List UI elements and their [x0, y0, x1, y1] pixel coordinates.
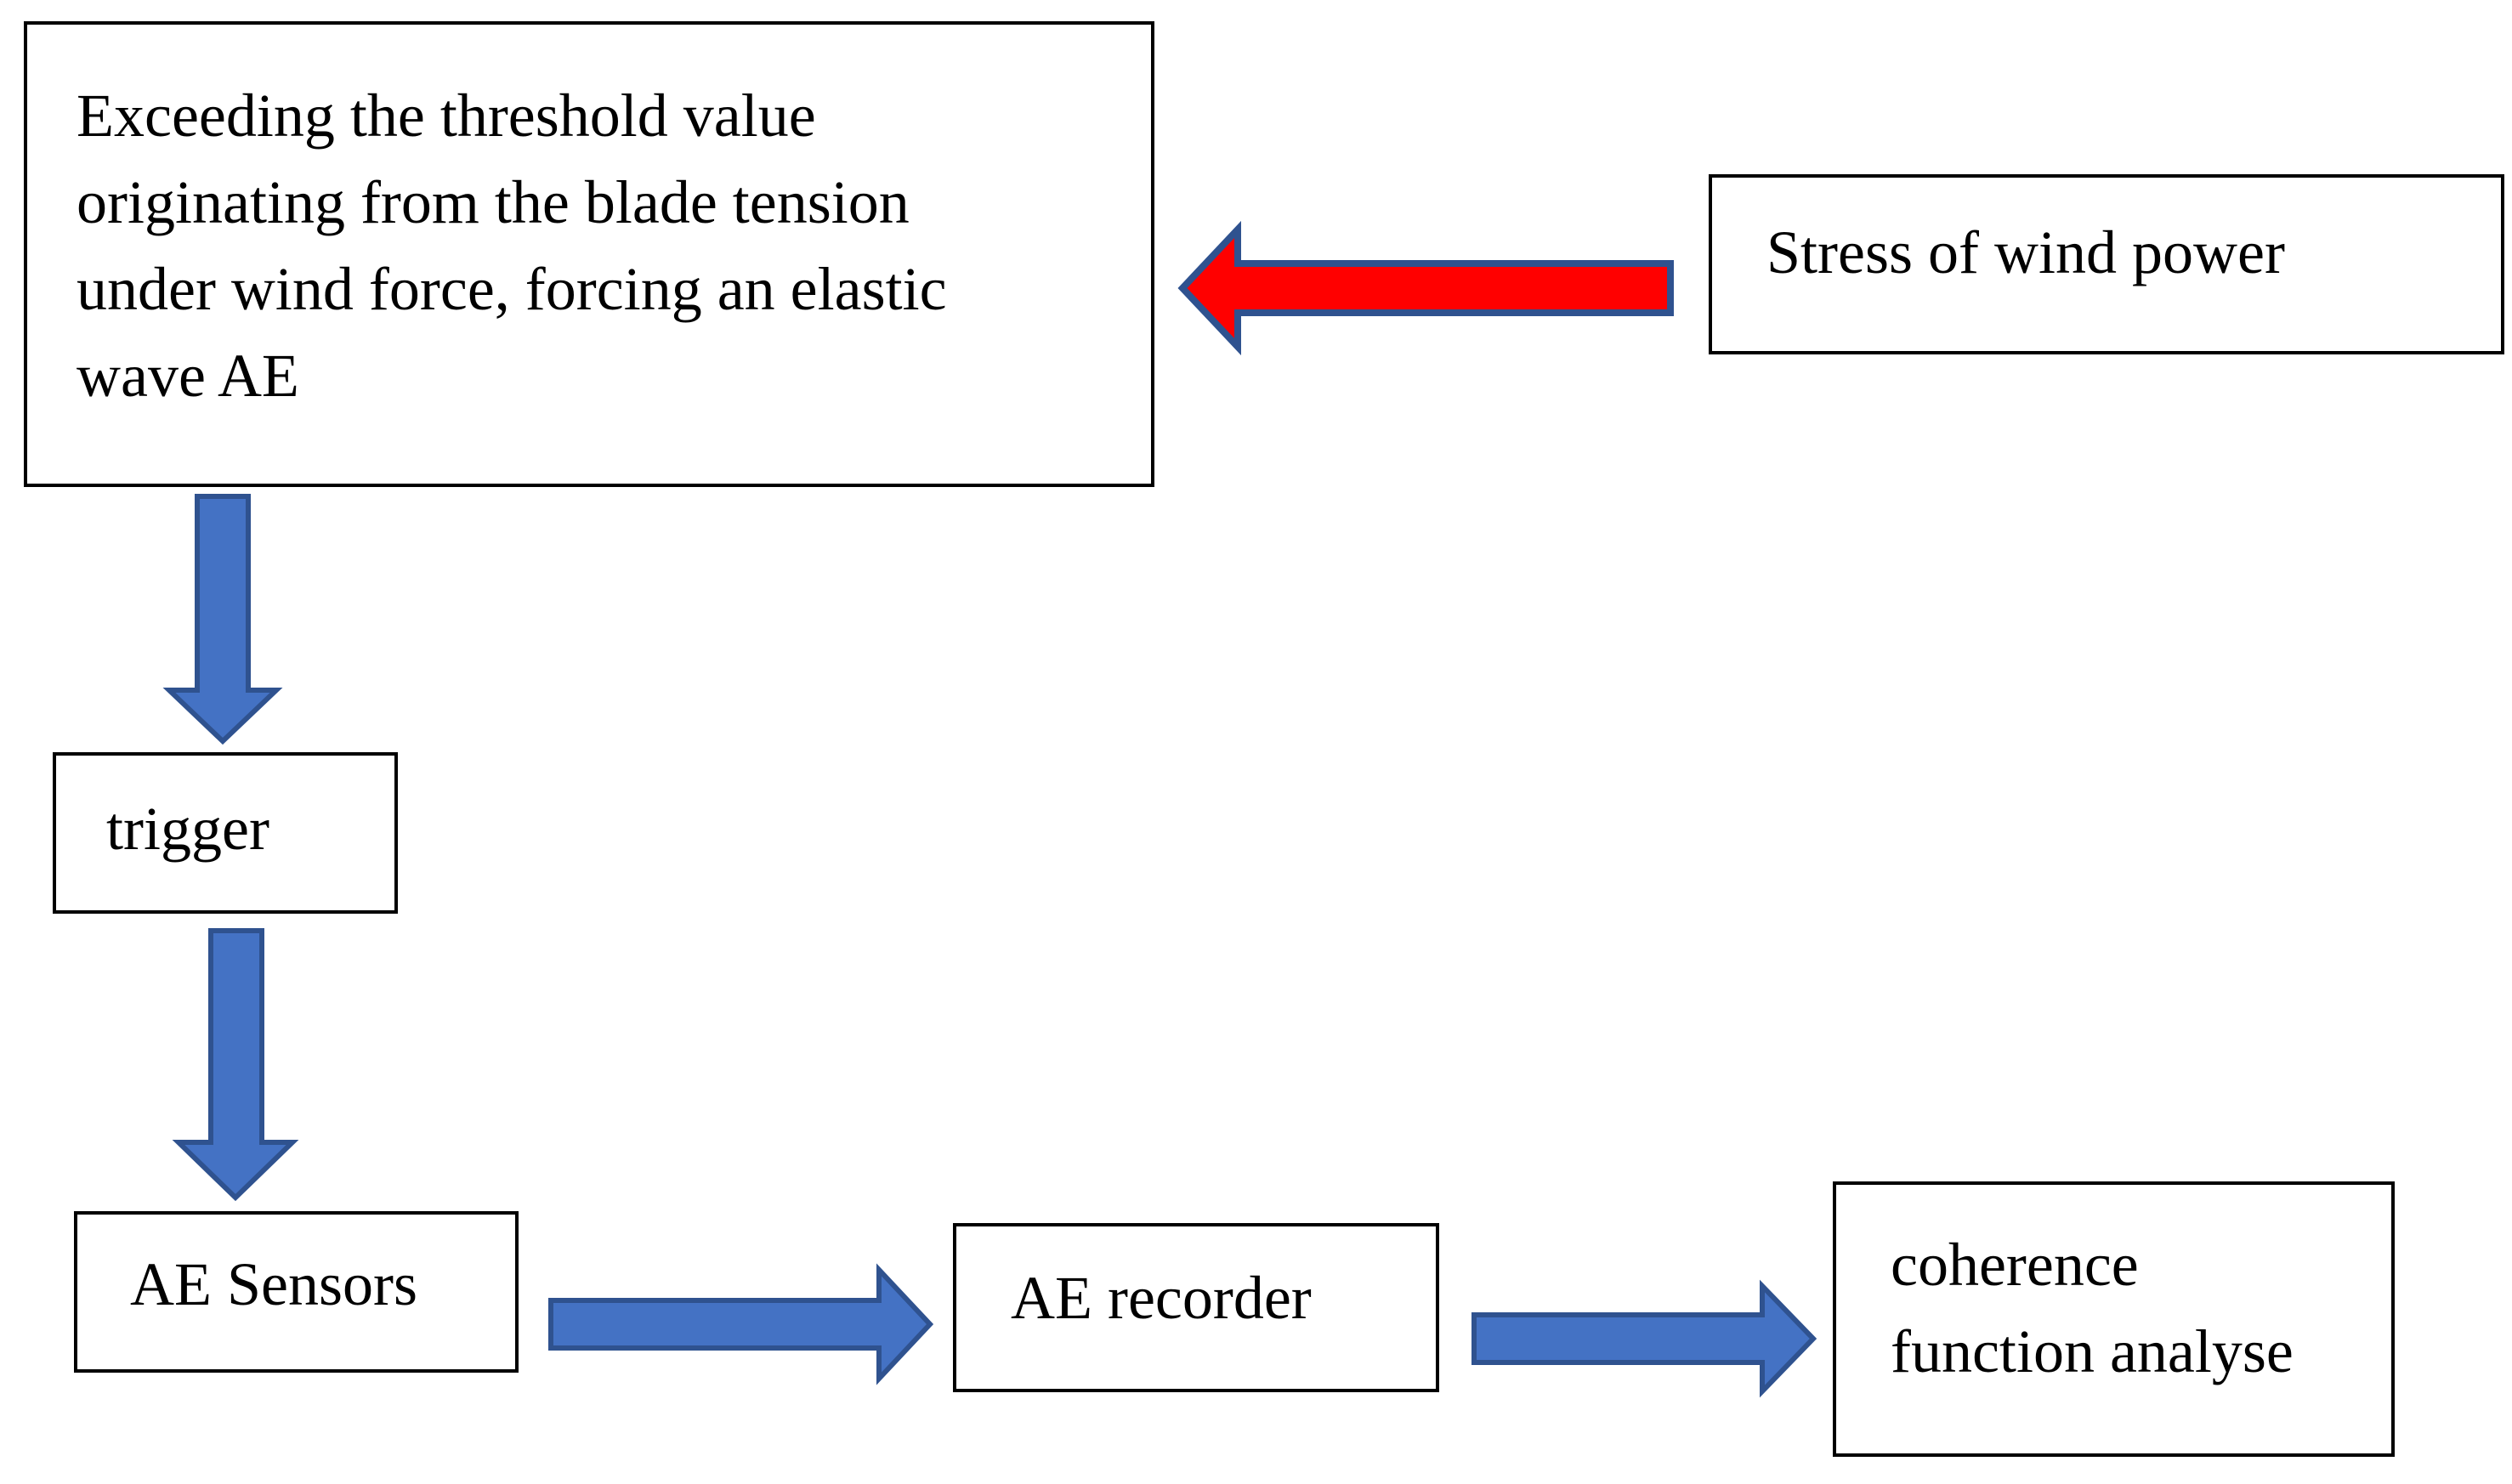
arrow-threshold-to-trigger — [162, 494, 283, 745]
node-sensors-label: AE Sensors — [130, 1250, 417, 1318]
arrow-sensors-to-recorder — [548, 1263, 934, 1385]
node-threshold: Exceeding the threshold value originatin… — [24, 21, 1154, 487]
arrow-recorder-to-coherence — [1471, 1279, 1817, 1398]
node-trigger-label: trigger — [106, 795, 269, 863]
arrow-trigger-to-sensors — [172, 928, 299, 1202]
node-coherence: coherence function analyse — [1833, 1181, 2395, 1457]
arrow-stress-to-threshold — [1177, 220, 1674, 356]
node-stress: Stress of wind power — [1709, 174, 2504, 354]
node-threshold-label: Exceeding the threshold value originatin… — [77, 82, 947, 410]
node-coherence-label: coherence function analyse — [1891, 1231, 2294, 1385]
node-recorder-label: AE recorder — [1011, 1264, 1312, 1332]
node-trigger: trigger — [53, 752, 398, 914]
node-stress-label: Stress of wind power — [1766, 218, 2285, 286]
node-recorder: AE recorder — [953, 1223, 1439, 1392]
node-sensors: AE Sensors — [74, 1211, 519, 1373]
